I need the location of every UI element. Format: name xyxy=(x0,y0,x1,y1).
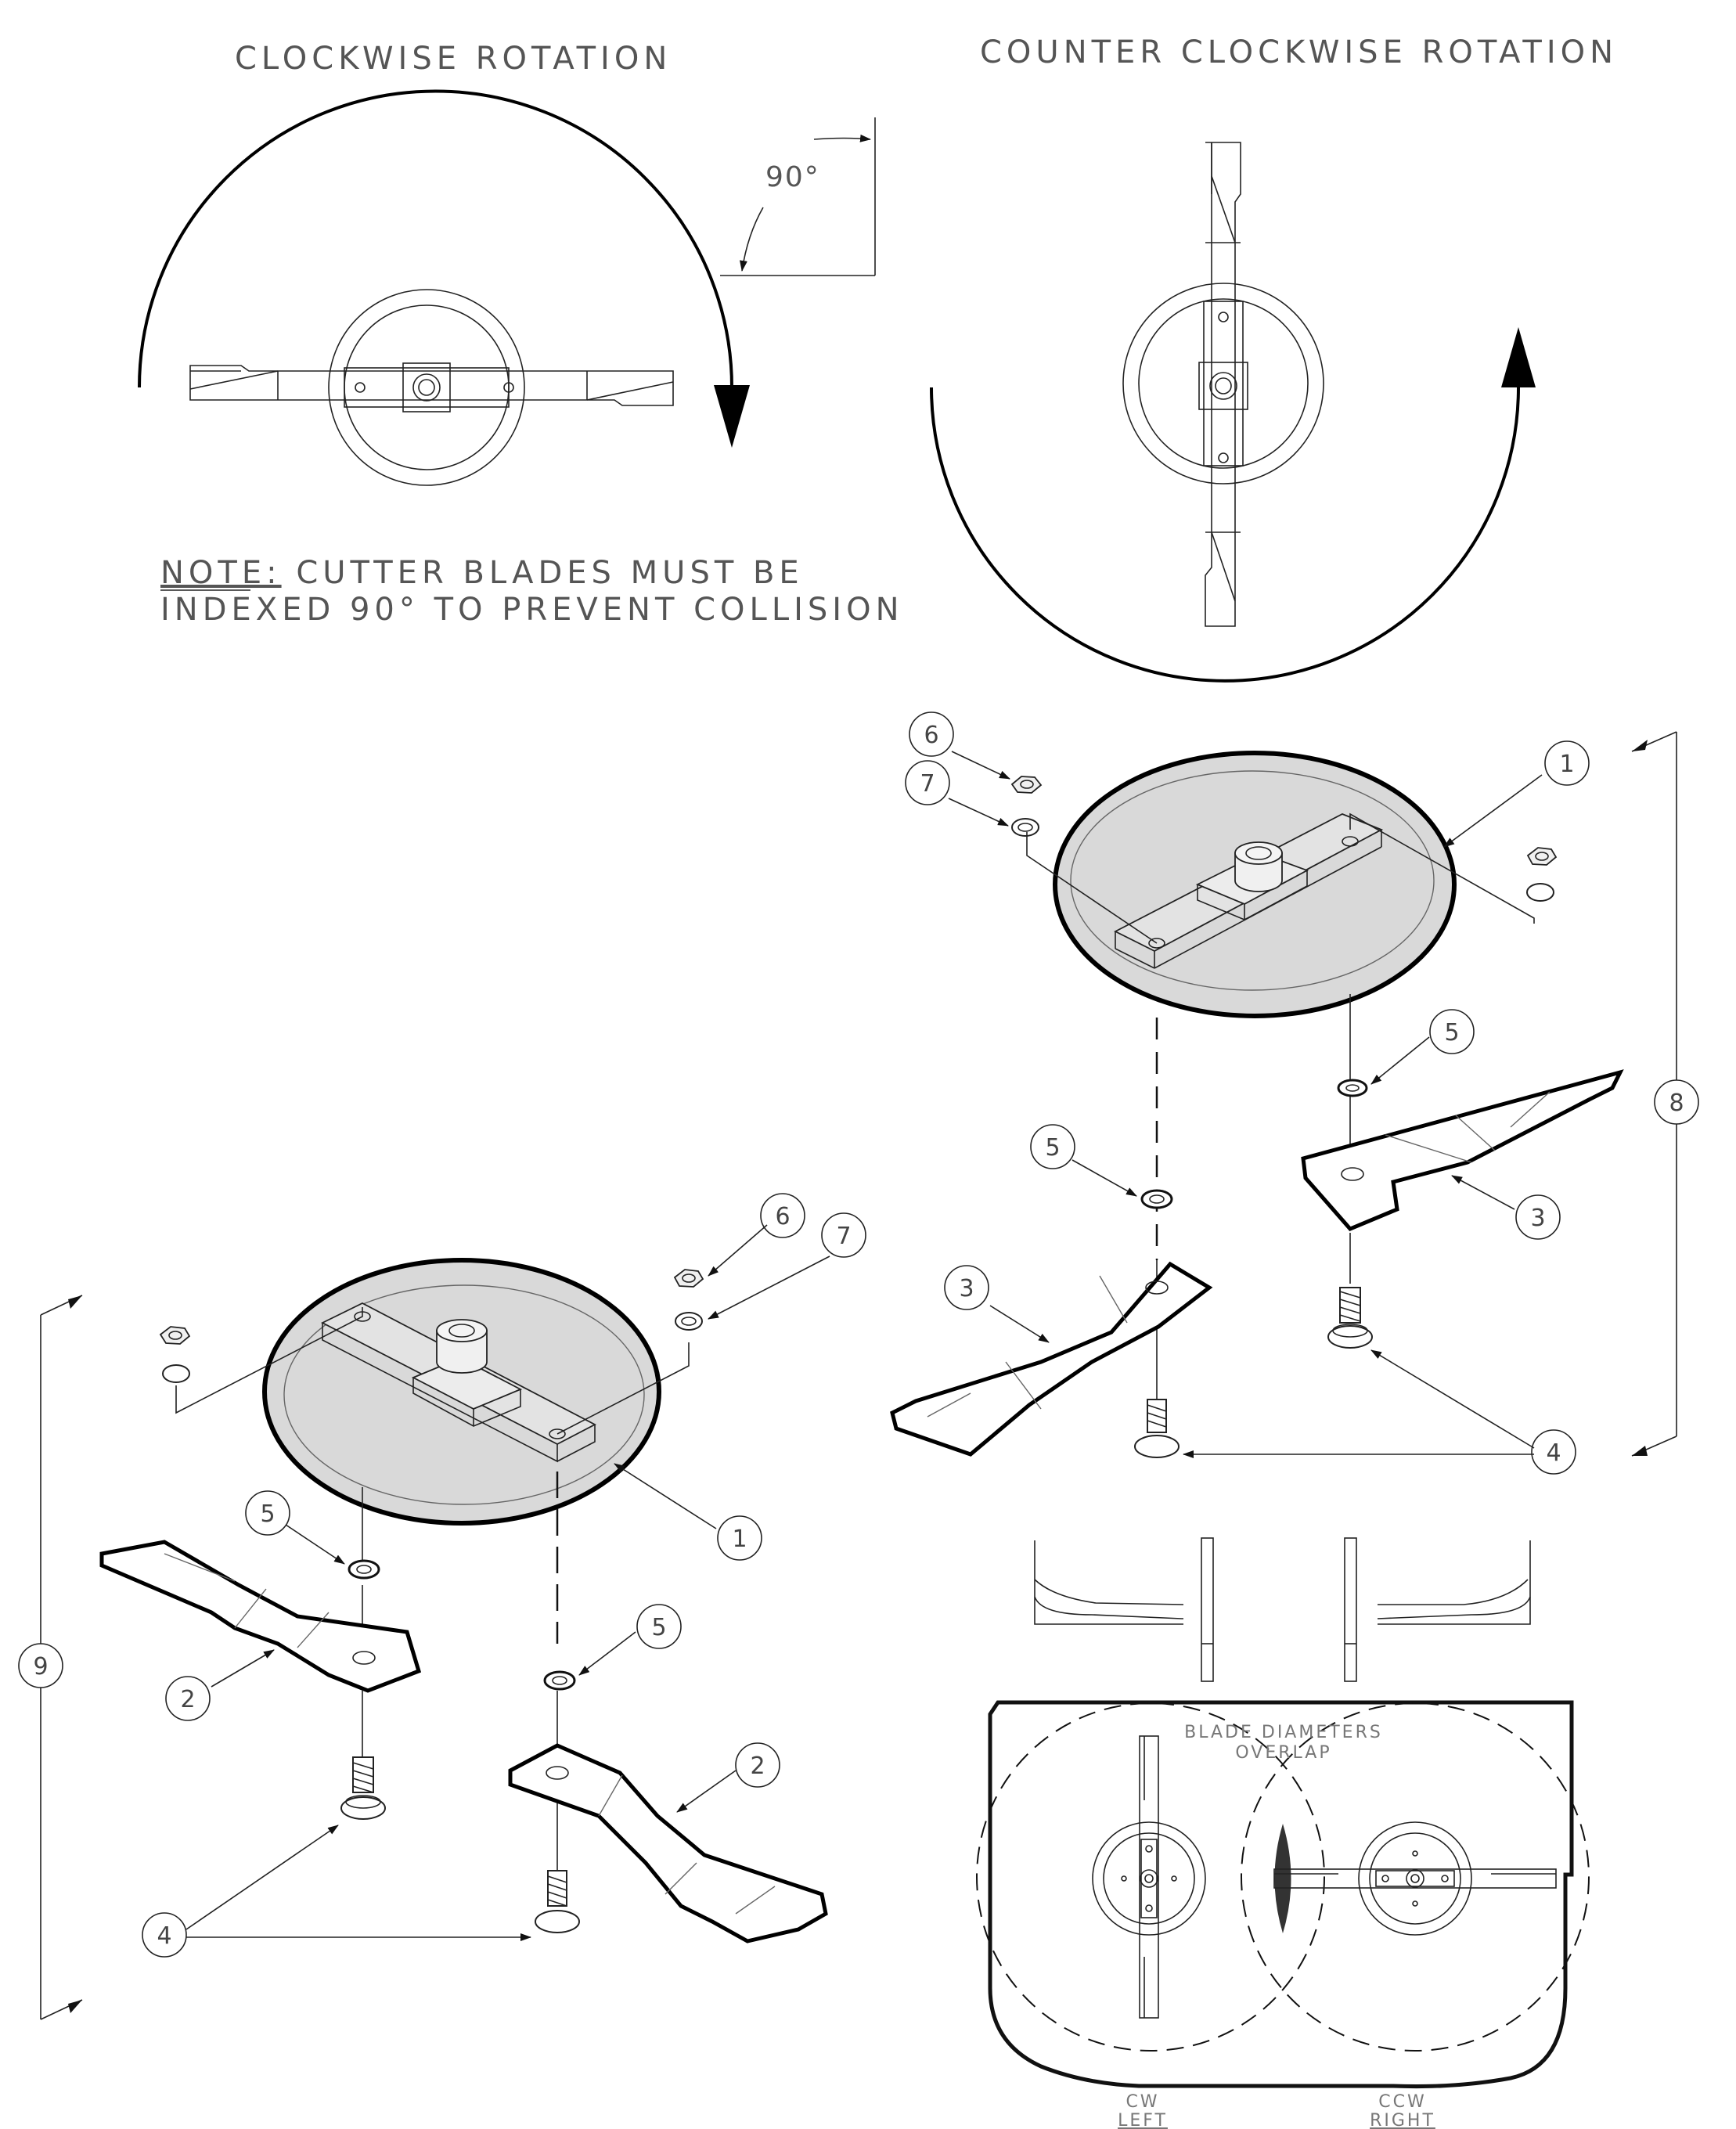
cw-blade xyxy=(189,365,674,406)
svg-text:4: 4 xyxy=(1546,1439,1561,1467)
callout-7-left: 7 xyxy=(821,1212,866,1258)
ccw-washer-5a xyxy=(1337,1079,1368,1097)
cw-top-view: 90° xyxy=(138,89,876,486)
left-label: LEFT xyxy=(1118,2111,1168,2129)
svg-text:5: 5 xyxy=(651,1614,666,1641)
callout-5-right-b: 5 xyxy=(1030,1124,1075,1169)
cw-rotation-arc xyxy=(138,89,733,388)
callout-1-left: 1 xyxy=(717,1515,762,1561)
callout-2-left-a: 2 xyxy=(165,1676,211,1721)
svg-text:5: 5 xyxy=(260,1500,275,1528)
callout-8: 8 xyxy=(1654,1079,1699,1125)
callout-5-left-a: 5 xyxy=(245,1490,290,1536)
deck-plan-view: BLADE DIAMETERS OVERLAP CW LEFT CCW RIGH… xyxy=(976,1700,1590,2129)
callout-4-right: 4 xyxy=(1531,1429,1576,1475)
angle-dimension-arc xyxy=(813,134,871,142)
cw-nut-6 xyxy=(673,1269,704,1288)
callout-9: 9 xyxy=(18,1643,63,1688)
note-line-1: CUTTER BLADES MUST BE xyxy=(296,555,803,591)
svg-text:8: 8 xyxy=(1669,1090,1684,1117)
cw-blade-2-right xyxy=(508,1743,828,1943)
ccw-nut-6 xyxy=(1010,776,1043,794)
right-label: RIGHT xyxy=(1370,2111,1435,2129)
callout-3-right-a: 3 xyxy=(1515,1194,1561,1240)
ccw-mount-bar xyxy=(1203,301,1244,467)
note-line-2: INDEXED 90° TO PREVENT COLLISION xyxy=(160,592,904,628)
right-blade-profile xyxy=(1377,1540,1531,1619)
cw-washer-5a xyxy=(348,1559,380,1580)
svg-text:3: 3 xyxy=(959,1275,974,1302)
svg-text:6: 6 xyxy=(924,722,938,749)
svg-text:5: 5 xyxy=(1045,1134,1060,1162)
ccw-blade-3-right xyxy=(1301,1069,1624,1231)
svg-text:7: 7 xyxy=(836,1223,851,1250)
svg-text:7: 7 xyxy=(920,770,935,798)
ccw-disc-inner-ring xyxy=(1138,298,1309,469)
cw-arrow-head xyxy=(714,385,750,448)
svg-text:1: 1 xyxy=(732,1526,747,1553)
ccw-washer-5b xyxy=(1140,1189,1173,1209)
ccw-lockwasher-7 xyxy=(1011,818,1039,837)
ccw-label: CCW xyxy=(1378,2092,1426,2112)
cw-exploded-assembly: 6 7 1 5 5 2 2 4 9 xyxy=(18,1193,866,2020)
callout-7-right: 7 xyxy=(905,760,950,805)
cw-blade-circle xyxy=(976,1702,1325,2052)
svg-text:6: 6 xyxy=(775,1203,790,1230)
callout-5-right-a: 5 xyxy=(1429,1009,1475,1054)
callout-2-left-b: 2 xyxy=(735,1742,780,1788)
svg-text:NOTE: CUTTER BLADES MUST BE: NOTE: CUTTER BLADES MUST BE xyxy=(160,555,804,591)
cw-lockwasher-7 xyxy=(675,1312,703,1331)
blade-edge-profiles xyxy=(1034,1537,1531,1682)
svg-text:3: 3 xyxy=(1530,1205,1545,1232)
ccw-arrow-head xyxy=(1501,327,1536,387)
callout-4-left: 4 xyxy=(142,1912,187,1958)
cw-disc-inner-ring xyxy=(344,304,510,470)
overlap-label-1: BLADE DIAMETERS xyxy=(1184,1723,1383,1742)
callout-1-right: 1 xyxy=(1544,740,1590,786)
ccw-blade-circle xyxy=(1241,1702,1590,2052)
svg-text:2: 2 xyxy=(750,1753,765,1780)
callout-3-right-b: 3 xyxy=(944,1265,989,1310)
note-prefix: NOTE: xyxy=(160,555,282,591)
cw-washer-5b xyxy=(543,1670,576,1691)
callout-6-right: 6 xyxy=(909,711,954,757)
indexing-note: NOTE: CUTTER BLADES MUST BE INDEXED 90° … xyxy=(160,555,904,628)
cw-disc-outer-ring xyxy=(328,289,525,486)
svg-text:2: 2 xyxy=(180,1686,195,1713)
svg-text:5: 5 xyxy=(1444,1019,1459,1046)
ccw-top-view xyxy=(930,142,1536,683)
callout-6-left: 6 xyxy=(760,1193,805,1238)
overlap-region xyxy=(1274,1824,1291,1933)
angle-label: 90° xyxy=(765,161,820,193)
ccw-disc-outer-ring xyxy=(1122,283,1324,485)
ccw-blade-3-left xyxy=(890,1261,1213,1457)
ccw-blade xyxy=(1205,142,1241,627)
callout-5-left-b: 5 xyxy=(636,1604,682,1649)
svg-text:1: 1 xyxy=(1559,751,1574,778)
cw-mount-bar xyxy=(344,367,510,408)
cw-label: CW xyxy=(1126,2092,1159,2112)
ccw-rotation-arc xyxy=(930,387,1520,683)
ccw-title: COUNTER CLOCKWISE ROTATION xyxy=(980,34,1618,70)
left-blade-profile xyxy=(1034,1540,1183,1619)
ccw-exploded-assembly: 1 6 7 5 5 3 3 4 8 xyxy=(890,711,1699,1475)
svg-text:9: 9 xyxy=(33,1653,48,1681)
deck-outline xyxy=(988,1700,1574,2089)
cw-title: CLOCKWISE ROTATION xyxy=(235,41,672,77)
svg-text:4: 4 xyxy=(157,1922,171,1950)
cw-blade-2-left xyxy=(99,1540,422,1693)
overlap-label-2: OVERLAP xyxy=(1235,1743,1331,1763)
